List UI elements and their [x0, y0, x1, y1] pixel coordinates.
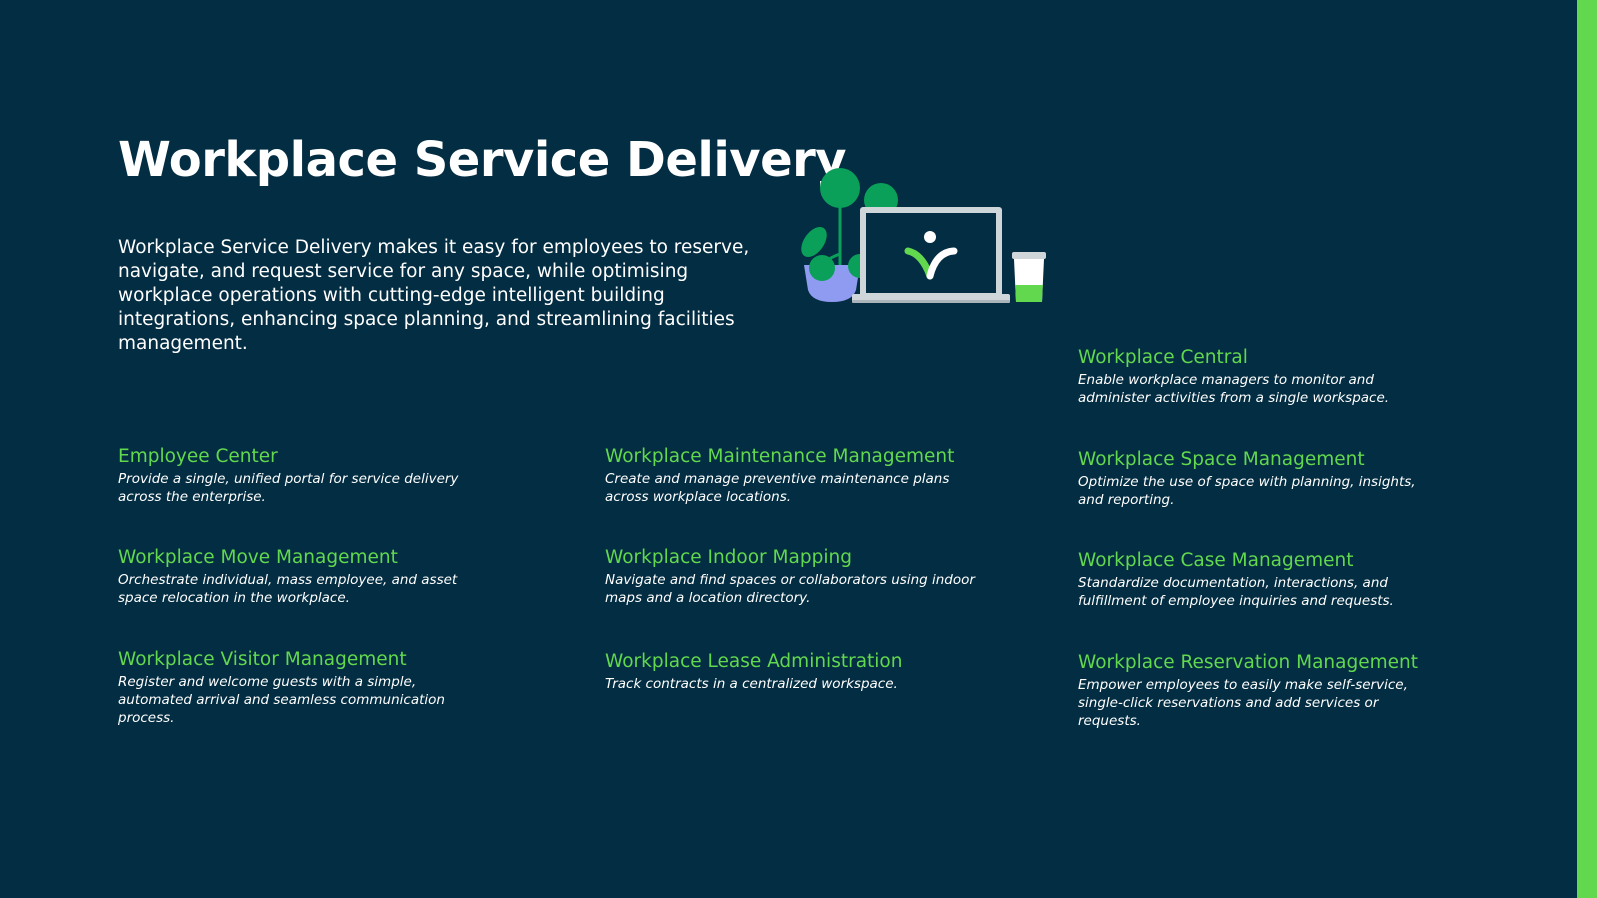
- feature-title: Workplace Central: [1078, 347, 1248, 368]
- feature-indoor-mapping: Workplace Indoor Mapping Navigate and fi…: [605, 546, 990, 607]
- feature-employee-center: Employee Center Provide a single, unifie…: [118, 445, 488, 506]
- feature-space-management: Workplace Space Management Optimize the …: [1078, 448, 1443, 509]
- feature-title: Workplace Indoor Mapping: [605, 547, 852, 568]
- feature-lease-administration: Workplace Lease Administration Track con…: [605, 650, 990, 693]
- intro-paragraph: Workplace Service Delivery makes it easy…: [118, 237, 750, 354]
- servicenow-logo-icon: [904, 231, 958, 280]
- feature-workplace-central: Workplace Central Enable workplace manag…: [1078, 346, 1443, 407]
- feature-description: Create and manage preventive maintenance…: [605, 471, 950, 505]
- feature-visitor-management: Workplace Visitor Management Register an…: [118, 648, 488, 727]
- feature-move-management: Workplace Move Management Orchestrate in…: [118, 546, 488, 607]
- feature-description: Optimize the use of space with planning,…: [1078, 474, 1416, 508]
- feature-description: Provide a single, unified portal for ser…: [118, 471, 459, 505]
- workplace-illustration: [801, 168, 1046, 303]
- feature-maintenance-management: Workplace Maintenance Management Create …: [605, 445, 990, 506]
- feature-title: Workplace Space Management: [1078, 449, 1365, 470]
- feature-reservation-management: Workplace Reservation Management Empower…: [1078, 651, 1443, 730]
- feature-title: Workplace Visitor Management: [118, 649, 407, 670]
- feature-description: Empower employees to easily make self-se…: [1078, 677, 1408, 729]
- feature-description: Track contracts in a centralized workspa…: [605, 676, 898, 692]
- feature-title: Workplace Lease Administration: [605, 651, 903, 672]
- accent-bar: [1577, 0, 1597, 898]
- feature-description: Orchestrate individual, mass employee, a…: [118, 572, 458, 606]
- laptop-icon: [852, 207, 1010, 303]
- feature-title: Workplace Maintenance Management: [605, 446, 955, 467]
- feature-title: Workplace Move Management: [118, 547, 398, 568]
- feature-case-management: Workplace Case Management Standardize do…: [1078, 549, 1443, 610]
- feature-title: Employee Center: [118, 446, 278, 467]
- feature-title: Workplace Reservation Management: [1078, 652, 1419, 673]
- feature-title: Workplace Case Management: [1078, 550, 1354, 571]
- page-title: Workplace Service Delivery: [118, 132, 847, 188]
- cup-icon: [1012, 252, 1046, 302]
- feature-description: Enable workplace managers to monitor and…: [1078, 372, 1390, 406]
- feature-description: Navigate and find spaces or collaborator…: [605, 572, 975, 606]
- feature-description: Register and welcome guests with a simpl…: [118, 674, 445, 726]
- feature-description: Standardize documentation, interactions,…: [1078, 575, 1394, 609]
